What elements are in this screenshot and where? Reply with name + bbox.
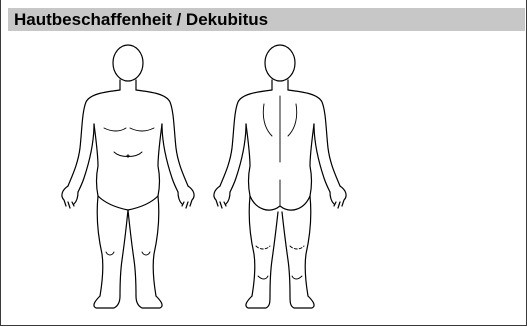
section-title: Hautbeschaffenheit / Dekubitus — [14, 8, 268, 31]
body-back-icon[interactable] — [206, 40, 356, 315]
body-front-icon[interactable] — [54, 40, 204, 315]
